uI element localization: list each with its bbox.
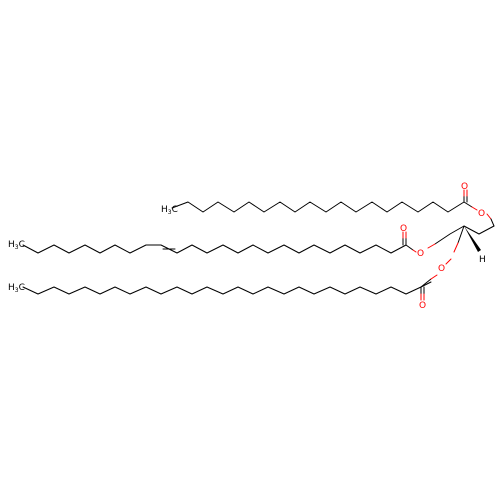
bottom-acyl-chain	[22, 258, 452, 301]
ch3-bottom-label: H3C	[8, 283, 25, 294]
sn2-o-bond-a	[457, 225, 465, 244]
top-chain-bonds	[171, 201, 465, 213]
middle-acyl-chain	[22, 231, 417, 254]
bottom-ester-bond-b	[430, 274, 438, 280]
top-ester-bond-a	[463, 201, 473, 208]
top-glycerol-bond-b	[490, 218, 495, 227]
top-acyl-chain	[171, 189, 495, 227]
top-ester-bond-b	[471, 206, 478, 211]
sn2-o-bond-b	[453, 242, 459, 253]
bottom-ester-bond-a	[420, 278, 432, 288]
bottom-ester-bond-c	[445, 258, 452, 265]
top-glycerol-bond-a	[486, 213, 492, 220]
bottom-chain-bonds	[22, 281, 432, 295]
ch3-top-label: H3C	[161, 205, 178, 216]
glycerol-bonds	[434, 225, 495, 245]
mid-chain-bonds	[22, 244, 407, 254]
mid-ester-bond-a	[405, 244, 414, 251]
glycerol-backbone	[427, 225, 495, 253]
oxygen-carbonyl-mid: O	[400, 224, 407, 234]
stereo-wedge-bond	[464, 226, 481, 252]
oxygen-ester-bottom: O	[438, 264, 445, 274]
oxygen-carbonyl-bottom: O	[419, 301, 426, 311]
ch3-mid-label: H3C	[8, 240, 25, 251]
mid-ester-o-bond	[427, 243, 436, 249]
oxygen-carbonyl-top: O	[461, 182, 468, 192]
mid-ester-bond-b	[412, 249, 417, 253]
hydrogen-stereo: H	[479, 255, 486, 265]
oxygen-ester-mid: O	[417, 249, 424, 259]
oxygen-ester-top: O	[478, 209, 485, 219]
